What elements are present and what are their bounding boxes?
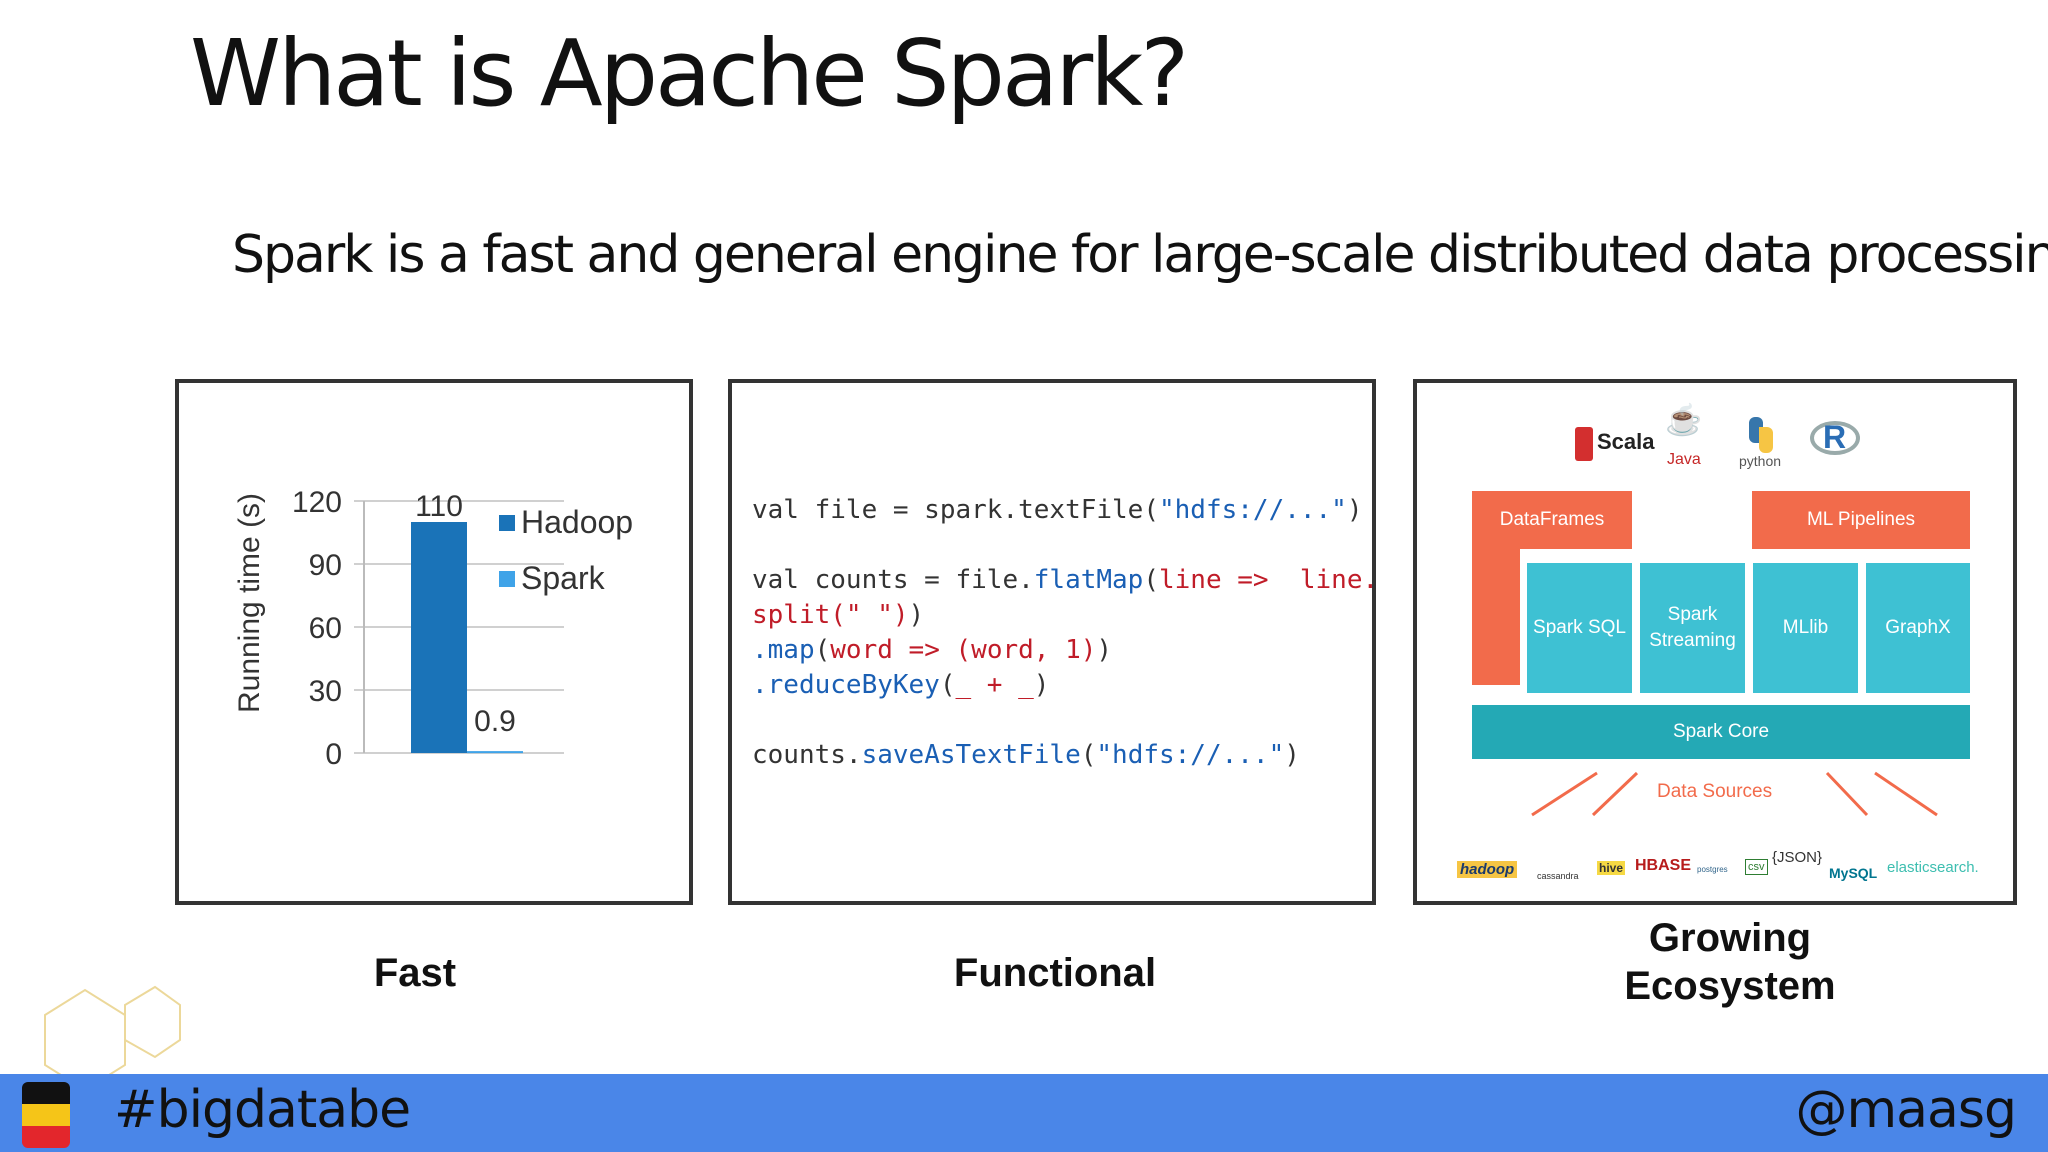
bar-hadoop — [411, 522, 467, 753]
r-logo — [1810, 421, 1860, 455]
spark-core-box: Spark Core — [1472, 705, 1970, 759]
graphx-box: GraphX — [1866, 563, 1970, 693]
footer-bar: #bigdatabe @maasg — [0, 1074, 2048, 1152]
code-expression: split(" ") — [752, 600, 909, 630]
code-string: "hdfs://..." — [1096, 740, 1285, 770]
ecosystem-caption-line1: Growing — [1648, 916, 1812, 960]
spark-sql-box: Spark SQL — [1527, 563, 1632, 693]
y-tick-label: 0 — [325, 738, 342, 771]
code-text: counts. — [752, 740, 862, 770]
functional-panel: val file = spark.textFile("hdfs://...") … — [728, 379, 1376, 905]
ecosystem-caption: Growing Ecosystem — [1590, 914, 1870, 1010]
code-text: ( — [814, 635, 831, 665]
code-expression: _ + _ — [955, 670, 1034, 700]
elasticsearch-logo: elasticsearch. — [1887, 859, 1979, 876]
running-time-chart: Running time (s) 0 30 60 90 120 110 0.9 Hadoo… — [233, 486, 633, 771]
code-method: flatMap — [1033, 565, 1144, 595]
csv-logo: csv — [1745, 859, 1768, 875]
ml-pipelines-box: ML Pipelines — [1752, 491, 1970, 549]
data-source-arrows — [1531, 771, 1938, 817]
scala-logo — [1575, 427, 1593, 461]
functional-caption: Functional — [953, 951, 1157, 995]
y-tick-label: 60 — [309, 612, 342, 645]
y-tick-label: 120 — [292, 486, 342, 519]
hadoop-logo: hadoop — [1457, 861, 1518, 878]
data-label: 0.9 — [474, 705, 516, 738]
code-text: ) — [1284, 740, 1300, 770]
code-text: ) — [908, 600, 925, 630]
code-expression: word => (word, 1) — [830, 635, 1097, 665]
code-expression: line => line. — [1159, 565, 1376, 595]
y-tick-label: 30 — [309, 675, 342, 708]
y-axis-label: Running time (s) — [233, 493, 266, 713]
code-text: val file = spark.textFile( — [752, 495, 1159, 525]
data-sources-label: Data Sources — [1657, 781, 1773, 802]
cassandra-logo: cassandra — [1537, 871, 1579, 881]
fast-caption: Fast — [373, 951, 457, 995]
code-text: ( — [1143, 565, 1159, 595]
legend-swatch — [499, 571, 515, 587]
dataframes-side — [1472, 549, 1520, 685]
code-text: val counts = file. — [752, 565, 1034, 595]
code-method: .map — [752, 635, 815, 665]
slide-subtitle: Spark is a fast and general engine for l… — [232, 225, 2048, 285]
mllib-box: MLlib — [1753, 563, 1858, 693]
legend-label: Hadoop — [521, 504, 633, 540]
r-label: R — [1823, 419, 1847, 455]
y-tick-label: 90 — [309, 549, 342, 582]
bar-spark — [467, 751, 523, 754]
dataframes-box: DataFrames — [1472, 491, 1632, 549]
postgres-logo: postgres — [1697, 865, 1728, 874]
hashtag: #bigdatabe — [114, 1080, 411, 1140]
code-sample: val file = spark.textFile("hdfs://...") … — [752, 493, 1376, 773]
ecosystem-caption-line2: Ecosystem — [1624, 964, 1836, 1008]
java-label: Java — [1667, 451, 1701, 468]
hexagon-decoration — [44, 985, 181, 1080]
belgian-flag-icon — [22, 1082, 70, 1148]
python-icon-part — [1759, 427, 1773, 453]
legend-label: Spark — [521, 560, 606, 596]
code-method: .reduceByKey — [752, 670, 940, 700]
hbase-logo: HBASE — [1635, 857, 1692, 874]
code-text: ) — [1033, 670, 1050, 700]
code-text: ) — [1346, 495, 1363, 525]
legend-swatch — [499, 515, 515, 531]
code-text: ( — [939, 670, 956, 700]
fast-panel: Running time (s) 0 30 60 90 120 110 0.9 Hadoo… — [175, 379, 693, 905]
mysql-logo: MySQL — [1829, 865, 1878, 881]
python-label: python — [1739, 453, 1782, 469]
code-string: "hdfs://..." — [1159, 495, 1347, 525]
json-logo: {JSON} — [1772, 849, 1823, 866]
scala-label: Scala — [1597, 429, 1655, 454]
ecosystem-panel: Scala ☕ Java python R DataFrames ML Pipe… — [1413, 379, 2017, 905]
code-method: saveAsTextFile — [861, 740, 1081, 770]
code-text: ) — [1096, 635, 1113, 665]
hive-logo: hive — [1597, 861, 1626, 875]
twitter-handle: @maasg — [1795, 1080, 2017, 1140]
page-title: What is Apache Spark? — [190, 20, 1189, 127]
java-icon: ☕ — [1665, 404, 1703, 437]
spark-streaming-box: Spark Streaming — [1640, 563, 1745, 693]
code-text: ( — [1080, 740, 1097, 770]
data-label: 110 — [415, 490, 463, 523]
